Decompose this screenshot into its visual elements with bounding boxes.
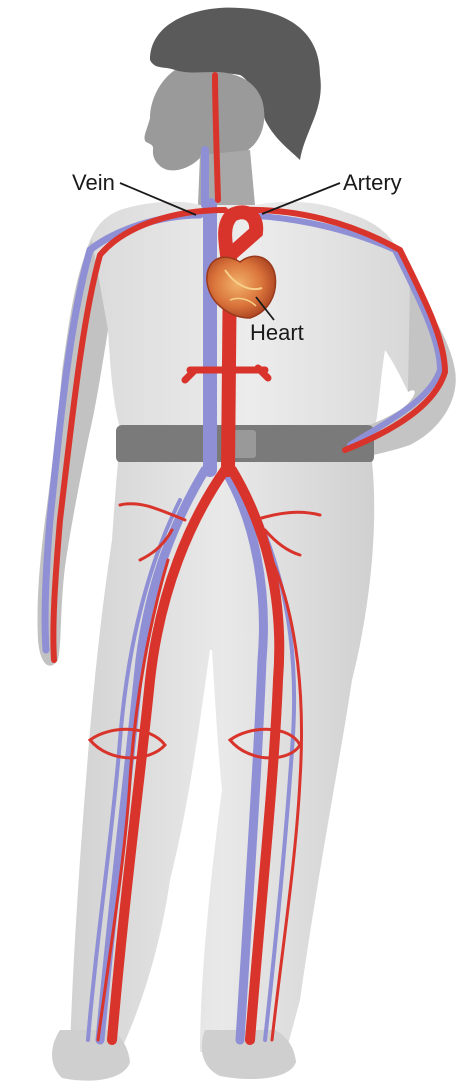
head	[145, 8, 321, 205]
vein-label: Vein	[72, 172, 115, 194]
artery-label: Artery	[343, 172, 402, 194]
carotid-artery	[215, 75, 218, 200]
left-foot	[52, 1030, 130, 1081]
belt-buckle	[232, 430, 256, 458]
heart-label: Heart	[250, 322, 304, 344]
